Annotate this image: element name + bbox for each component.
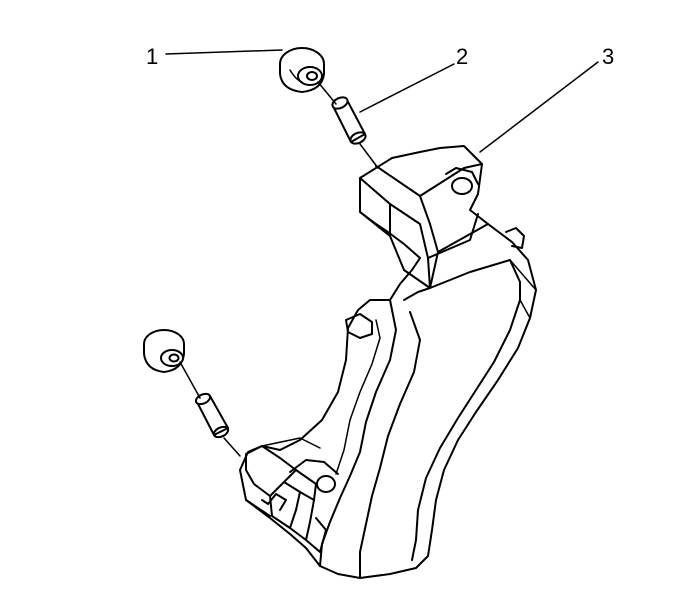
lower-alignment-line-lower [223, 437, 241, 457]
lower-alignment-line [179, 361, 201, 399]
callout-2-leader [359, 63, 455, 113]
upper-alignment-line-lower [359, 143, 379, 169]
callout-3-leader [479, 61, 599, 153]
callout-1-leader [165, 49, 283, 55]
callout-1-label: 1 [146, 44, 158, 69]
callout-2-label: 2 [456, 44, 468, 69]
caliper-bracket [239, 145, 537, 579]
upper-bushing-sleeve [331, 96, 367, 145]
upper-bushing-boot [279, 47, 325, 93]
lower-bushing-boot [143, 329, 185, 373]
upper-alignment-line [317, 81, 337, 105]
callout-3-label: 3 [602, 44, 614, 69]
lower-bushing-sleeve [194, 392, 230, 439]
